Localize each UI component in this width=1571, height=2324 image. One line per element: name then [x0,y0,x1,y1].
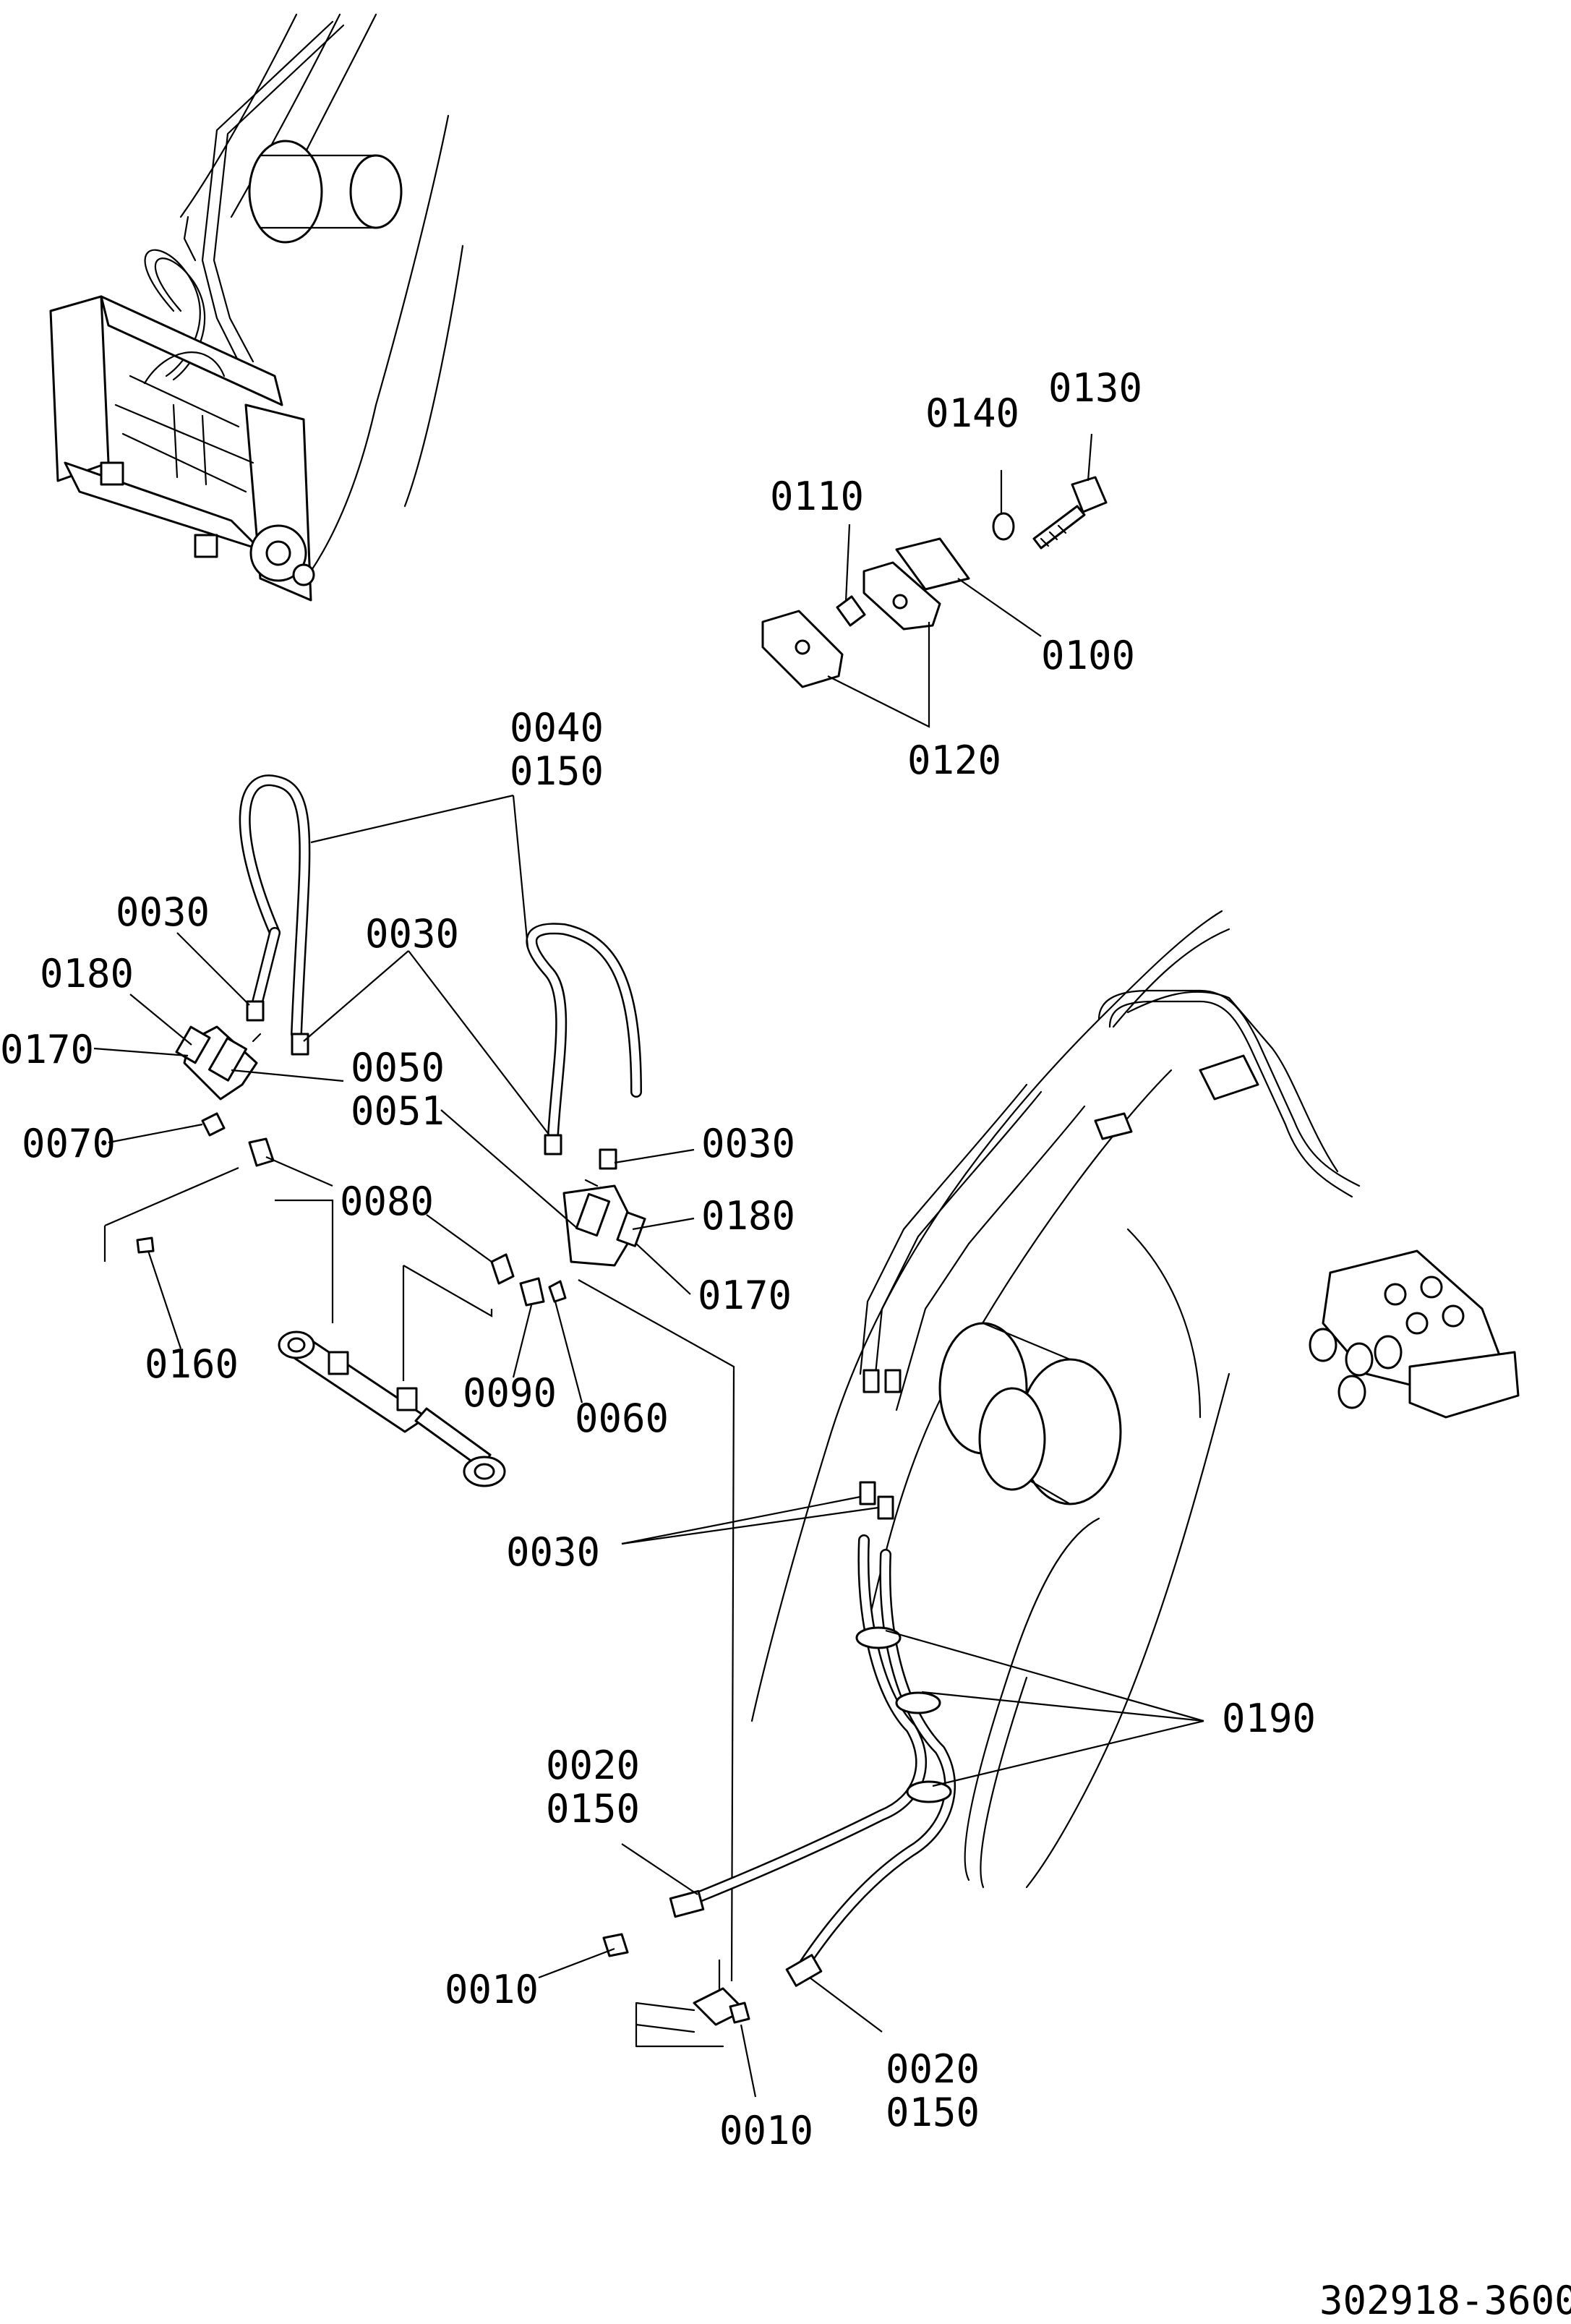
washer-0140 [992,512,1015,541]
hydraulic-cylinder [278,1330,506,1487]
fitting-0090 [519,1277,545,1307]
callout-0160: 0160 [145,1341,239,1387]
hose-guide-0190-a [855,1626,902,1649]
hose-guide-0190-b [895,1691,941,1714]
callout-0070: 0070 [22,1121,116,1166]
callout-0170-b: 0170 [698,1273,792,1318]
bolt-0130 [1032,476,1108,550]
callout-0080: 0080 [340,1179,434,1224]
boom-hose-routing-illustration [602,910,1520,2048]
leader-lines-lower [538,1495,1204,2098]
boom-tip-assembly-illustration [49,13,464,602]
plate-0100 [895,537,970,591]
callout-0090: 0090 [463,1370,557,1416]
fitting-0030-f [877,1495,894,1520]
fitting-0030-c [544,1134,562,1155]
callout-0060: 0060 [575,1396,669,1441]
callout-0030-d: 0030 [506,1529,600,1575]
callout-0030-b: 0030 [365,911,459,957]
callout-0030-a: 0030 [116,889,210,935]
callout-0050: 0050 [351,1045,445,1090]
control-valve-bank [1309,1249,1520,1419]
elbow-0080 [248,1137,275,1167]
drawing-reference-number: 302918-36000 [1319,2278,1571,2323]
callout-0150-c: 0150 [886,2090,980,2135]
callout-0130: 0130 [1048,365,1142,411]
callout-0040: 0040 [510,705,604,751]
fitting-0060 [548,1280,567,1303]
hose-clamp-parts [761,433,1108,728]
fitting-0010-a [602,1933,629,1957]
coupler-hydraulic-parts [103,774,735,2003]
callout-0051: 0051 [351,1088,445,1134]
callout-0010-b: 0010 [719,2108,813,2153]
callout-0010-a: 0010 [445,1967,539,2012]
callout-0170-a: 0170 [0,1027,94,1072]
collar-0110 [836,595,866,627]
callout-0110: 0110 [770,474,864,519]
callout-0020-b: 0020 [886,2046,980,2092]
callout-0180-a: 0180 [40,951,134,996]
callout-0100: 0100 [1041,633,1135,678]
callout-0150-b: 0150 [546,1786,640,1832]
leader-lines-middle [93,794,695,1404]
callout-0180-b: 0180 [701,1193,795,1239]
elbow-0070 [201,1112,226,1137]
fitting-0030-b [291,1033,309,1056]
callout-0150-a: 0150 [510,748,604,794]
fitting-0030-a [246,1000,265,1022]
hose-guide-0190-c [906,1780,952,1803]
fitting-0030-d [599,1148,617,1170]
callout-labels: 0140 0130 0110 0100 0120 0040 0150 0030 … [0,365,1571,2323]
callout-0020-a: 0020 [546,1743,640,1788]
callout-0120: 0120 [907,738,1001,783]
elbow-0080-b [490,1253,515,1285]
plug-0160 [136,1236,155,1254]
fitting-0030-e [859,1481,876,1505]
callout-0030-c: 0030 [701,1121,795,1166]
fitting-0010-b [729,2002,750,2024]
callout-0140: 0140 [925,390,1019,436]
callout-0190: 0190 [1222,1696,1316,1741]
